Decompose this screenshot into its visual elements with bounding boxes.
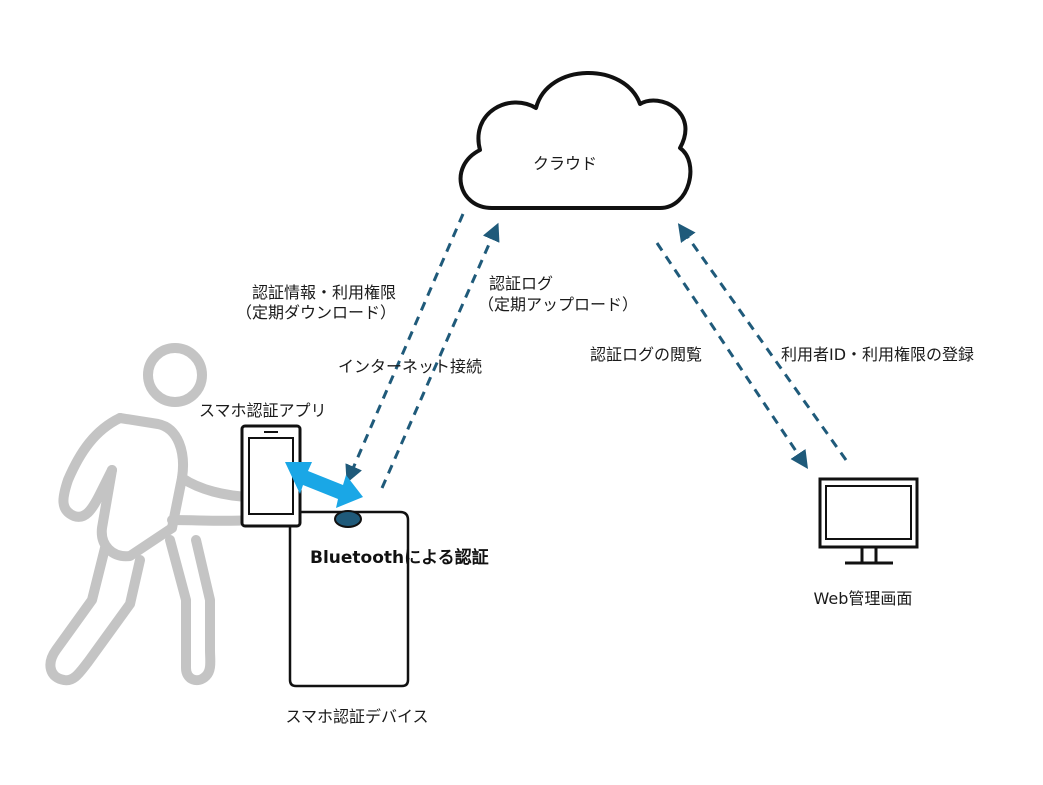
register-arrow	[677, 223, 848, 461]
internet-label: インターネット接続	[338, 357, 482, 376]
auth-device-icon	[288, 510, 410, 688]
monitor-icon	[818, 477, 919, 565]
download-arrow	[345, 213, 465, 484]
cloud-label: クラウド	[533, 154, 597, 173]
app-label: スマホ認証アプリ	[199, 401, 327, 420]
log-view-label: 認証ログの閲覧	[590, 345, 702, 364]
log-view-arrow	[655, 242, 809, 469]
cloud-icon	[458, 71, 693, 210]
bluetooth-label: Bluetoothによる認証	[310, 547, 489, 568]
upload-label-line1: 認証ログ	[489, 274, 553, 293]
walking-person-icon	[45, 343, 255, 686]
bluetooth-arrow	[285, 462, 363, 508]
web-console-label: Web管理画面	[814, 589, 913, 608]
download-label-line2: （定期ダウンロード）	[236, 303, 396, 322]
upload-label-line2: （定期アップロード）	[478, 295, 638, 314]
smartphone-icon	[240, 424, 302, 528]
register-label: 利用者ID・利用権限の登録	[781, 345, 974, 364]
download-label-line1: 認証情報・利用権限	[252, 283, 396, 302]
device-label: スマホ認証デバイス	[285, 707, 428, 726]
